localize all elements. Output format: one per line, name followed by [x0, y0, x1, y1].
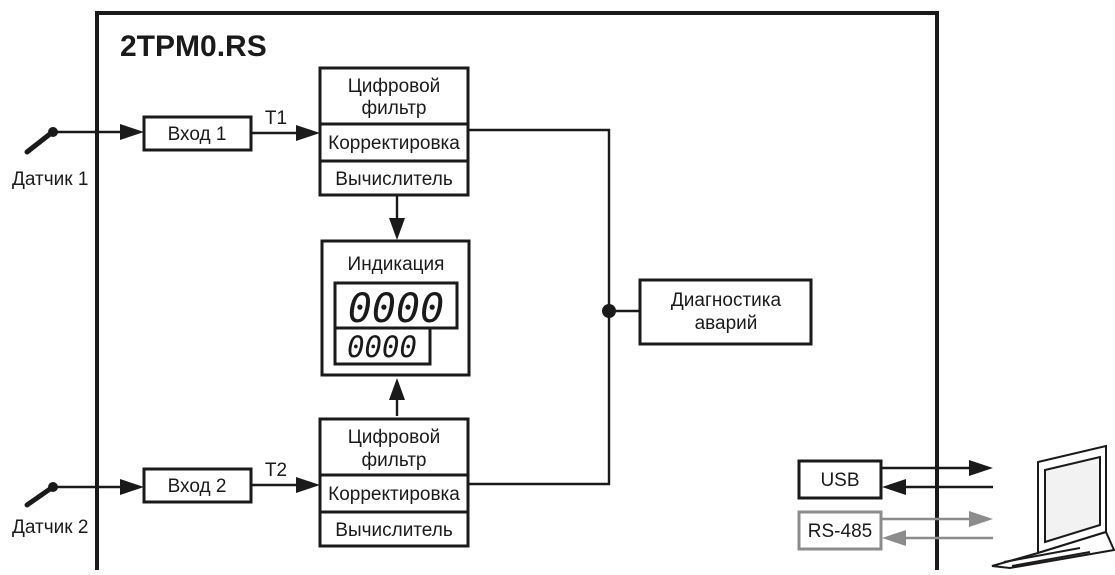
channel-2-filter-line2: фильтр — [361, 450, 426, 471]
device-enclosure — [95, 11, 939, 570]
channel-1-filter-line1: Цифровой — [348, 76, 441, 97]
channel-2-correction: Корректировка — [328, 484, 460, 505]
lower-readout: 0000 — [347, 330, 417, 364]
channel-1-calculator: Вычислитель — [335, 169, 453, 190]
sensor-2-arrow — [120, 479, 144, 495]
sensor-2-label: Датчик 2 — [12, 517, 88, 538]
t1-label: T1 — [265, 108, 287, 129]
alarm-line2: аварий — [695, 313, 758, 334]
device-title: 2TPM0.RS — [120, 30, 267, 63]
t1-arrow — [296, 125, 320, 141]
channel-1: Цифровой фильтр Корректировка Вычислител… — [318, 66, 470, 197]
lower-indicator — [333, 326, 432, 366]
rs485-rx-arrow — [882, 530, 906, 546]
channel-2-calculator: Вычислитель — [335, 520, 453, 541]
t2-label: T2 — [265, 460, 287, 481]
channel-1-frame — [318, 66, 470, 197]
sensor-2: Датчик 2 — [12, 482, 88, 538]
channel-2-frame — [318, 417, 470, 548]
usb-box — [797, 459, 883, 500]
channel-2: Цифровой фильтр Корректировка Вычислител… — [318, 417, 470, 548]
ch1-to-display-arrow — [389, 218, 405, 240]
rs485-box — [797, 510, 883, 551]
input-2-label: Вход 2 — [168, 476, 227, 497]
laptop-icon — [991, 444, 1115, 570]
diagnostics-bus — [468, 128, 611, 486]
sensor-1: Датчик 1 — [12, 127, 88, 190]
upper-readout: 0000 — [348, 286, 444, 332]
channel-1-correction: Корректировка — [328, 133, 460, 154]
sensor-probe-icon — [24, 482, 58, 508]
input-1-box — [142, 115, 253, 152]
channel-2-filter-line1: Цифровой — [348, 427, 441, 448]
alarm-line1: Диагностика — [671, 290, 782, 311]
display: Индикация 0000 0000 — [320, 239, 471, 377]
display-title: Индикация — [348, 254, 445, 275]
sensor-1-label: Датчик 1 — [12, 169, 88, 190]
sensor-1-arrow — [120, 124, 144, 140]
rs485-tx-arrow — [969, 511, 993, 527]
ch2-to-display-arrow — [389, 378, 405, 400]
input-1-label: Вход 1 — [168, 124, 227, 145]
usb-rx-arrow — [882, 479, 906, 495]
alarm-diagnostics-box — [638, 278, 813, 346]
channel-1-filter-line2: фильтр — [361, 98, 426, 119]
sensor-probe-icon — [24, 127, 58, 155]
usb-tx-arrow — [969, 460, 993, 476]
usb-label: USB — [820, 470, 859, 491]
rs485-label: RS-485 — [808, 521, 872, 542]
t2-arrow — [296, 477, 320, 493]
